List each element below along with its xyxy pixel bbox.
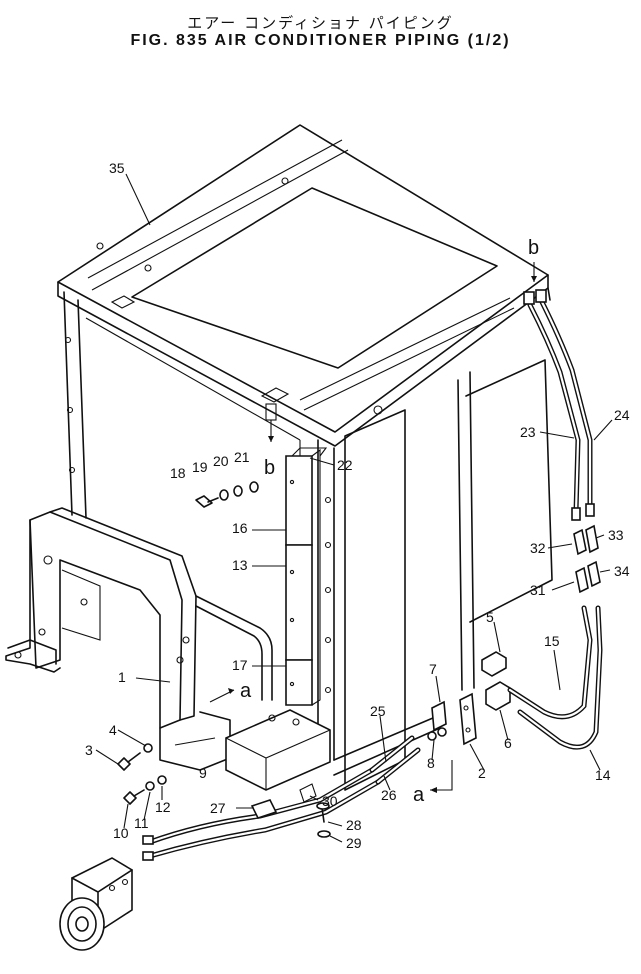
callout-19: 19 xyxy=(192,459,208,475)
callout-28: 28 xyxy=(346,817,362,833)
mounting-frame xyxy=(5,507,273,771)
callout-12: 12 xyxy=(155,799,171,815)
box-cover xyxy=(225,709,331,791)
callout-20: 20 xyxy=(213,453,229,469)
bolts-left xyxy=(117,743,167,805)
callout-labels: 35 1 2 3 4 5 6 7 8 9 10 11 12 13 14 15 1… xyxy=(85,160,630,851)
callout-11: 11 xyxy=(134,815,149,831)
ref-b-left: b xyxy=(264,457,275,479)
callout-21: 21 xyxy=(234,449,250,465)
bracket-2 xyxy=(427,692,477,746)
callout-6: 6 xyxy=(504,735,512,751)
callout-30: 30 xyxy=(322,793,338,809)
callout-23: 23 xyxy=(520,424,536,440)
ref-a-bottom: a xyxy=(413,784,425,806)
callout-14: 14 xyxy=(595,767,611,783)
callout-3: 3 xyxy=(85,742,93,758)
callout-10: 10 xyxy=(113,825,129,841)
callout-29: 29 xyxy=(346,835,362,851)
callout-26: 26 xyxy=(381,787,397,803)
callout-17: 17 xyxy=(232,657,248,673)
callout-16: 16 xyxy=(232,520,248,536)
title-japanese: エアー コンディショナ パイピング xyxy=(187,14,454,32)
callout-34: 34 xyxy=(614,563,630,579)
compressor xyxy=(59,857,133,951)
hose-pair-14-15 xyxy=(507,605,603,750)
callout-32: 32 xyxy=(530,540,546,556)
ref-b-right: b xyxy=(528,237,539,259)
callout-35: 35 xyxy=(109,160,125,176)
callout-7: 7 xyxy=(429,661,437,677)
callout-25: 25 xyxy=(370,703,386,719)
figure-title: FIG. 835 AIR CONDITIONER PIPING (1/2) xyxy=(130,32,511,49)
callout-1: 1 xyxy=(118,669,126,685)
cab-roof xyxy=(57,124,549,447)
callout-31: 31 xyxy=(530,582,546,598)
callout-4: 4 xyxy=(109,722,117,738)
callout-13: 13 xyxy=(232,557,248,573)
clamps xyxy=(250,783,331,838)
ref-a-top: a xyxy=(240,680,252,702)
callout-33: 33 xyxy=(608,527,624,543)
duct-cover xyxy=(285,447,328,706)
callout-8: 8 xyxy=(427,755,435,771)
bolt-washer-set-18-21 xyxy=(195,481,259,508)
callout-2: 2 xyxy=(478,765,486,781)
callout-5: 5 xyxy=(486,609,494,625)
callout-15: 15 xyxy=(544,633,560,649)
leader-lines xyxy=(95,173,613,843)
callout-18: 18 xyxy=(170,465,186,481)
fittings-31-34 xyxy=(573,524,601,594)
callout-24: 24 xyxy=(614,407,630,423)
hose-pair-23-24 xyxy=(523,289,595,521)
callout-22: 22 xyxy=(337,457,353,473)
callout-27: 27 xyxy=(210,800,226,816)
elbow-fittings xyxy=(481,651,511,711)
reference-arrows xyxy=(209,262,537,793)
callout-9: 9 xyxy=(199,765,207,781)
